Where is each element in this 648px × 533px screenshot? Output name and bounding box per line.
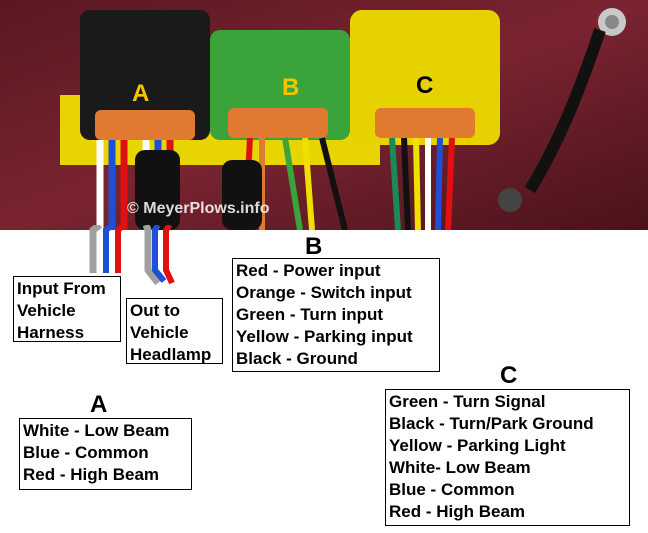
out-line-1: Out to [130,301,181,320]
legend-b-line: Red - Power input [236,261,381,280]
legend-c-line: Black - Turn/Park Ground [389,414,594,433]
legend-b-line: Orange - Switch input [236,283,412,302]
legend-c-line: Red - High Beam [389,502,526,521]
legend-a-heading: A [90,391,108,418]
input-from-vehicle-box: Input From Vehicle Harness [13,276,121,342]
legend-c-heading: C [500,362,518,389]
watermark: © MeyerPlows.info [127,200,270,217]
legend-a-line: White - Low Beam [23,421,170,440]
legend-c-line: Green - Turn Signal [389,392,546,411]
legend-a-box: White - Low Beam Blue - Common Red - Hig… [19,418,192,490]
legend-b-line: Black - Ground [236,349,358,368]
connector-b-photo-label: B [282,74,300,101]
wire-extensions [89,225,175,285]
out-line-2: Vehicle [130,323,189,342]
connector-photo [0,0,648,230]
legend-b-line: Yellow - Parking input [236,327,413,346]
connector-a-photo-label: A [132,80,150,107]
connector-c-photo-label: C [416,72,434,99]
legend-b-line: Green - Turn input [236,305,384,324]
out-to-vehicle-box: Out to Vehicle Headlamp [126,298,223,364]
input-line-1: Input From [17,279,106,298]
legend-c-line: Yellow - Parking Light [389,436,566,455]
legend-a-line: Blue - Common [23,443,149,462]
legend-c-line: Blue - Common [389,480,515,499]
legend-b-heading: B [305,233,323,260]
out-line-3: Headlamp [130,345,212,364]
input-line-3: Harness [17,323,85,342]
legend-b-box: Red - Power input Orange - Switch input … [232,258,440,372]
legend-c-line: White- Low Beam [389,458,531,477]
input-line-2: Vehicle [17,301,76,320]
legend-c-box: Green - Turn Signal Black - Turn/Park Gr… [385,389,630,526]
legend-a-line: Red - High Beam [23,465,160,484]
